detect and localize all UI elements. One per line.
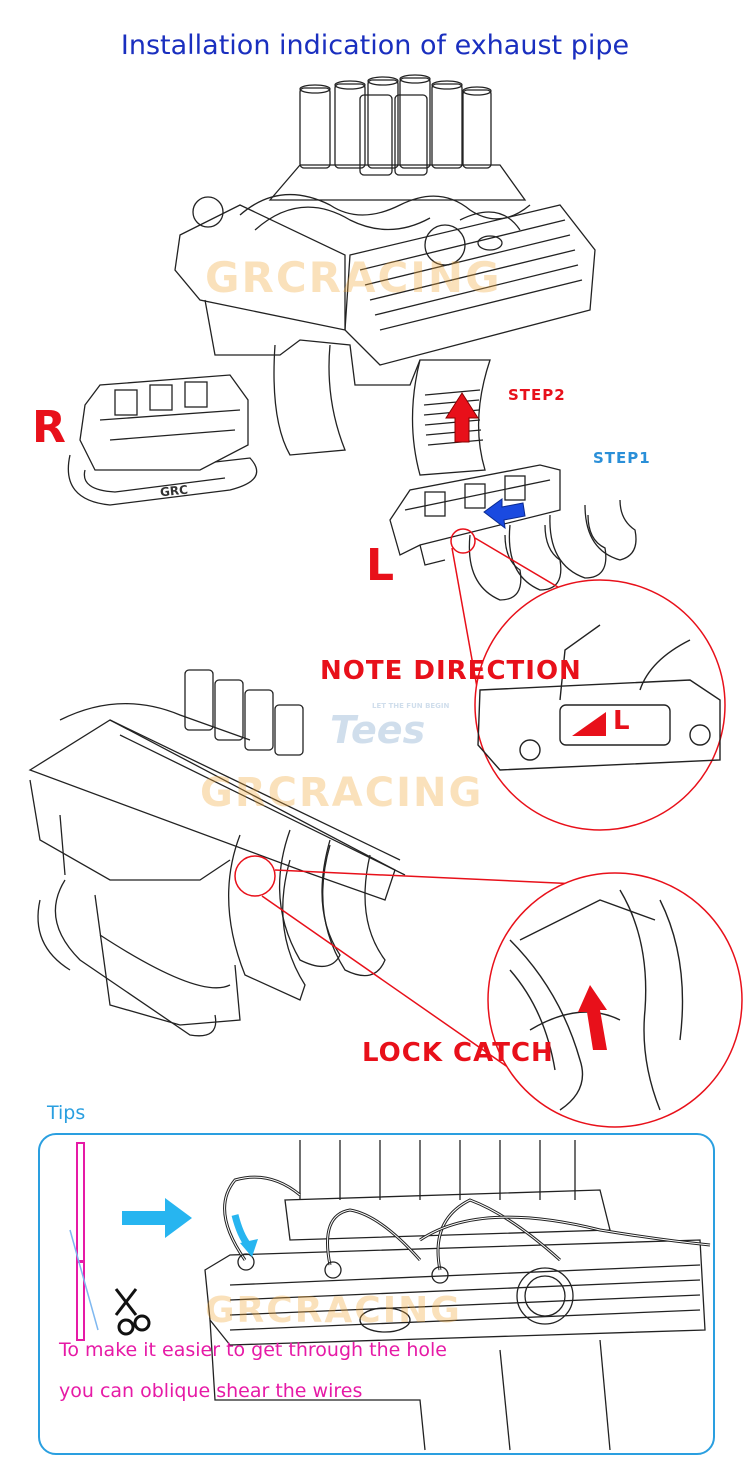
direction-mark-icon: [572, 712, 606, 736]
part-logo-label: GRC: [159, 482, 189, 500]
step2-label: STEP2: [508, 386, 566, 404]
tips-heading: Tips: [47, 1102, 86, 1124]
tees-slogan-watermark: LET THE FUN BEGIN: [372, 702, 450, 710]
right-side-label: R: [32, 402, 66, 453]
tips-engine-illustration: [204, 1140, 711, 1451]
arrow-into-hole-icon: [231, 1214, 258, 1257]
brand-watermark-middle: GRCRACING: [200, 770, 484, 816]
tip-line-2: you can oblique shear the wires: [59, 1380, 363, 1402]
right-exhaust-header: [67, 374, 258, 506]
note-direction-label: NOTE DIRECTION: [320, 656, 582, 686]
scissors-icon: [114, 1288, 151, 1336]
brand-watermark-top: GRCRACING: [205, 253, 502, 302]
step2-arrow-up-icon: [445, 392, 479, 443]
lock-catch-label: LOCK CATCH: [362, 1038, 554, 1068]
tips-box: To make it easier to get through the hol…: [38, 1133, 715, 1455]
lock-catch-arrow-icon: [578, 985, 607, 1050]
tees-watermark: Tees: [330, 708, 426, 752]
left-side-label: L: [366, 540, 395, 591]
step1-label: STEP1: [593, 449, 651, 467]
part-mark-label: L: [613, 706, 630, 736]
left-exhaust-header: [389, 464, 637, 601]
intake-trumpets: [299, 74, 492, 176]
tips-diagram: [69, 1142, 258, 1341]
brand-watermark-tips: GRCRACING: [205, 1290, 462, 1331]
assembled-engine: [28, 669, 406, 1037]
page-title: Installation indication of exhaust pipe: [120, 30, 630, 61]
tip-line-1: To make it easier to get through the hol…: [59, 1339, 447, 1361]
arrow-right-icon: [122, 1198, 192, 1238]
step1-arrow-left-icon: [483, 498, 526, 530]
